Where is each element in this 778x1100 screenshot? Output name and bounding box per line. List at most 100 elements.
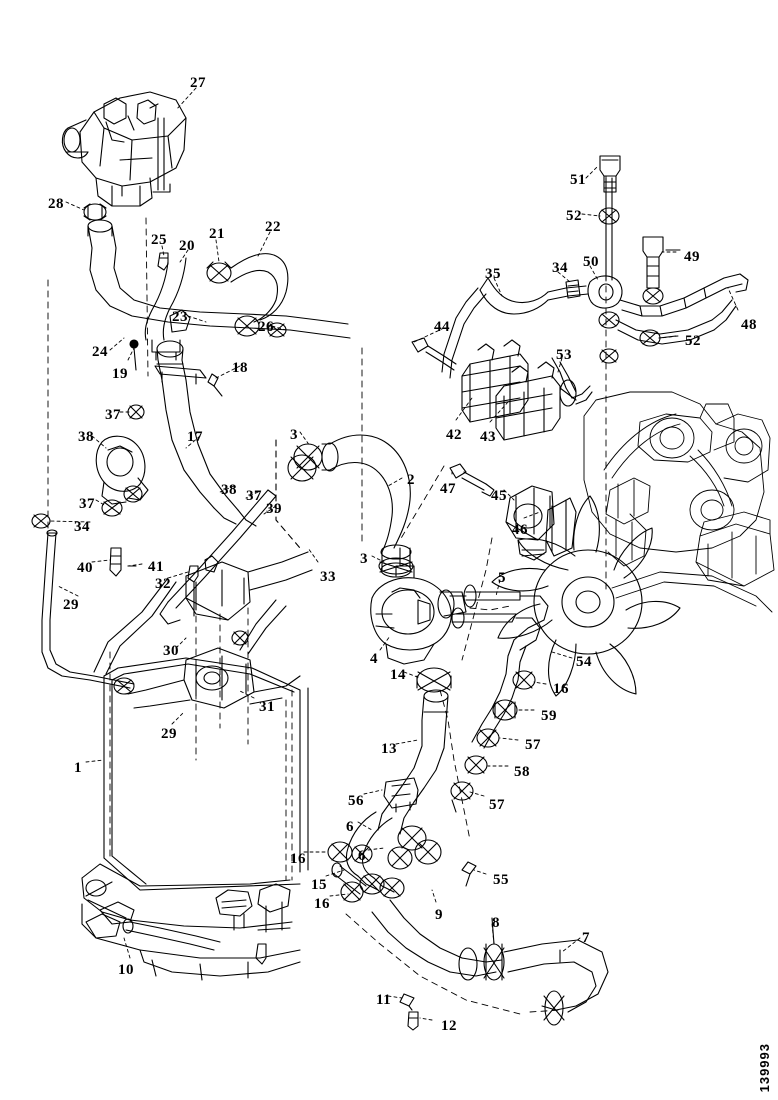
part-27-expansion-tank	[61, 91, 187, 207]
callout-47: 47	[440, 481, 456, 497]
callout-6: 6	[358, 848, 366, 864]
callout-34: 34	[552, 260, 568, 276]
callout-1: 1	[74, 760, 82, 776]
callout-49: 49	[684, 249, 700, 265]
callout-20: 20	[179, 238, 195, 254]
callout-15: 15	[311, 877, 327, 893]
callout-3: 3	[360, 551, 368, 567]
callout-38: 38	[78, 429, 94, 445]
part-52-washers	[598, 207, 677, 364]
callout-57: 57	[489, 797, 505, 813]
part-13-hose	[377, 689, 449, 835]
part-35-heater-hose	[441, 277, 589, 379]
part-10-pipe	[122, 918, 221, 951]
part-19-bolt	[129, 339, 139, 371]
callout-16: 16	[290, 851, 306, 867]
part-11-12-bolts	[399, 993, 419, 1031]
callout-12: 12	[441, 1018, 457, 1034]
part-4-water-pump-housing	[370, 547, 467, 665]
callout-23: 23	[172, 309, 188, 325]
callout-37: 37	[105, 407, 121, 423]
callout-32: 32	[155, 576, 171, 592]
callout-59: 59	[541, 708, 557, 724]
part-53-elbow	[551, 357, 593, 407]
part-14-clamp	[416, 667, 452, 693]
callout-leader-lines	[49, 87, 739, 1021]
callout-43: 43	[480, 429, 496, 445]
part-33-rod	[159, 454, 317, 625]
callout-44: 44	[434, 319, 450, 335]
callout-6: 6	[346, 819, 354, 835]
part-47-bolt	[449, 463, 495, 497]
callout-22: 22	[265, 219, 281, 235]
callout-56: 56	[348, 793, 364, 809]
part-24-lower-hose	[87, 219, 351, 339]
callout-31: 31	[259, 699, 275, 715]
callout-52: 52	[566, 208, 582, 224]
construction-dashed-lines	[47, 175, 607, 1015]
callout-19: 19	[112, 366, 128, 382]
callout-7: 7	[582, 930, 590, 946]
callout-45: 45	[491, 488, 507, 504]
callout-33: 33	[320, 569, 336, 585]
part-9-lower-hose	[371, 899, 503, 981]
part-7-lower-hose	[503, 939, 609, 1026]
part-29-tube	[41, 529, 135, 695]
callout-42: 42	[446, 427, 462, 443]
part-39-dashed-outline	[275, 439, 301, 549]
callout-57: 57	[525, 737, 541, 753]
part-40-41-fittings	[109, 547, 137, 577]
callout-9: 9	[435, 907, 443, 923]
part-48-heater-pipe	[615, 273, 749, 345]
callout-37: 37	[246, 488, 262, 504]
callout-51: 51	[570, 172, 586, 188]
callout-46: 46	[512, 522, 528, 538]
lower-junction-clamps	[327, 825, 442, 903]
callout-18: 18	[232, 360, 248, 376]
callout-58: 58	[514, 764, 530, 780]
callout-10: 10	[118, 962, 134, 978]
callout-35: 35	[485, 266, 501, 282]
part-45-46-inlet-housing	[505, 485, 577, 561]
part-1-radiator	[81, 657, 309, 981]
part-3-clamps	[293, 443, 414, 575]
part-30-bracket-assembly	[93, 551, 313, 709]
callout-39: 39	[266, 501, 282, 517]
callout-8: 8	[492, 915, 500, 931]
part-38-flange-left	[95, 435, 149, 517]
part-37-clamp-a	[127, 404, 145, 420]
callout-54: 54	[576, 654, 592, 670]
callout-40: 40	[77, 560, 93, 576]
callout-11: 11	[376, 992, 392, 1008]
part-51-bolt	[599, 155, 621, 193]
callout-53: 53	[556, 347, 572, 363]
clamps-on-part-54	[450, 670, 536, 801]
part-44-bolt	[411, 337, 457, 371]
callout-17: 17	[187, 429, 203, 445]
callout-29: 29	[63, 597, 79, 613]
callout-24: 24	[92, 344, 108, 360]
part-50-union	[587, 177, 623, 309]
part-20-21-22-hose-assembly	[144, 252, 289, 361]
callout-37: 37	[79, 496, 95, 512]
callout-38: 38	[221, 482, 237, 498]
callout-41: 41	[148, 559, 164, 575]
callout-55: 55	[493, 872, 509, 888]
part-55-bolts	[451, 799, 477, 887]
callout-48: 48	[741, 317, 757, 333]
callout-3: 3	[290, 427, 298, 443]
callout-16: 16	[553, 681, 569, 697]
engine-cooling-fan	[491, 495, 681, 697]
part-42-43-rails	[461, 339, 561, 441]
callout-16: 16	[314, 896, 330, 912]
part-18-bolt	[207, 373, 223, 397]
part-34-clamp	[31, 513, 51, 529]
callout-26: 26	[258, 319, 274, 335]
callout-30: 30	[163, 643, 179, 659]
callout-5: 5	[498, 570, 506, 586]
callout-29: 29	[161, 726, 177, 742]
callout-27: 27	[190, 75, 206, 91]
part-5-bypass-pipe	[449, 584, 549, 651]
part-49-bolt	[642, 236, 681, 305]
